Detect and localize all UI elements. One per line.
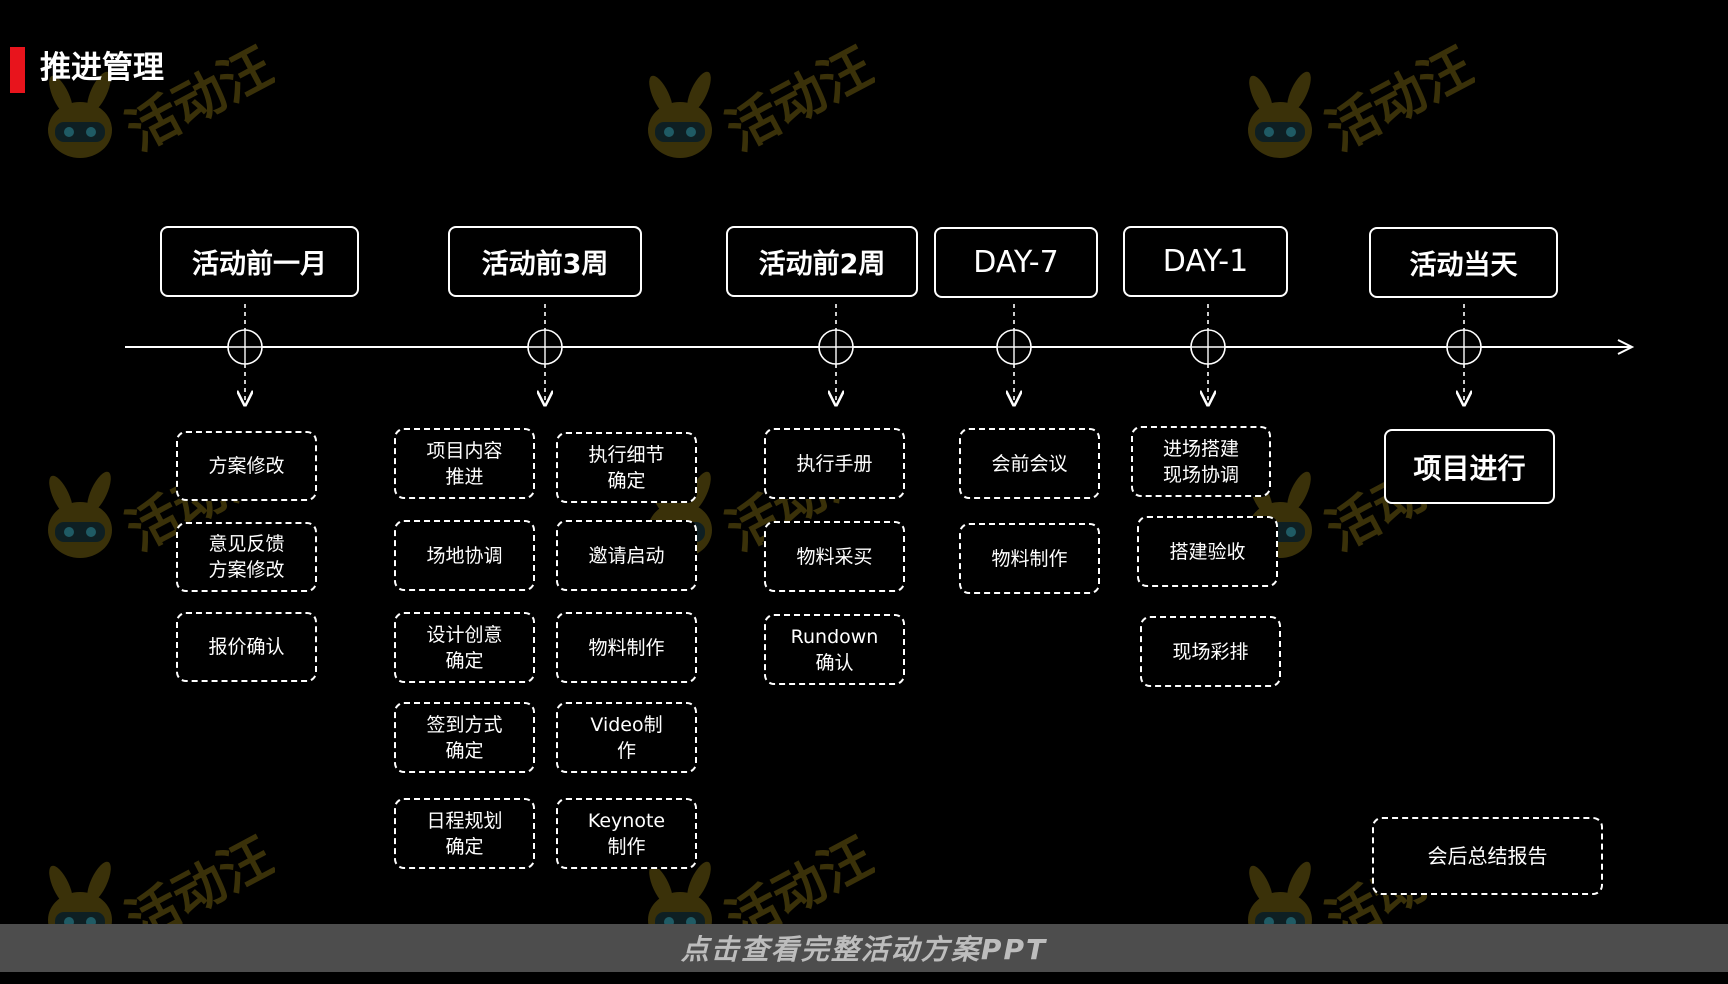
task-checkin-confirm: 签到方式 确定 [394, 702, 535, 773]
task-execution-details: 执行细节 确定 [556, 432, 697, 503]
footer-banner[interactable]: 点击查看完整活动方案PPT [0, 924, 1728, 972]
task-materials-production: 物料制作 [556, 612, 697, 683]
task-post-event-report: 会后总结报告 [1372, 817, 1603, 895]
task-quote-confirm: 报价确认 [176, 612, 317, 682]
task-day7-materials: 物料制作 [959, 523, 1100, 594]
task-materials-purchase: 物料采买 [764, 521, 905, 592]
task-venue-coordination: 场地协调 [394, 520, 535, 591]
title-accent-bar [10, 47, 25, 93]
phase-event-day: 活动当天 [1369, 227, 1558, 298]
task-rundown-confirm: Rundown 确认 [764, 614, 905, 685]
footer-link-text[interactable]: 点击查看完整活动方案PPT [680, 933, 1048, 966]
task-agenda-confirm: 日程规划 确定 [394, 798, 535, 869]
task-design-confirm: 设计创意 确定 [394, 612, 535, 683]
phase-2-weeks-before: 活动前2周 [726, 226, 918, 297]
task-pre-meeting: 会前会议 [959, 428, 1100, 499]
task-plan-revision: 方案修改 [176, 431, 317, 501]
task-keynote-production: Keynote 制作 [556, 798, 697, 869]
phase-3-weeks-before: 活动前3周 [448, 226, 642, 297]
task-onsite-rehearsal: 现场彩排 [1140, 616, 1281, 687]
task-onsite-setup: 进场搭建 现场协调 [1131, 426, 1271, 497]
timeline-arrowhead [1617, 339, 1635, 355]
task-execution-manual: 执行手册 [764, 428, 905, 499]
page-title: 推进管理 [40, 50, 164, 86]
task-project-running: 项目进行 [1384, 429, 1555, 504]
task-project-content: 项目内容 推进 [394, 428, 535, 499]
task-setup-acceptance: 搭建验收 [1137, 516, 1278, 587]
task-feedback-revision: 意见反馈 方案修改 [176, 522, 317, 592]
phase-month-before: 活动前一月 [160, 226, 359, 297]
phase-day-minus-7: DAY-7 [934, 227, 1098, 298]
phase-day-minus-1: DAY-1 [1123, 226, 1288, 297]
task-video-production: Video制 作 [556, 702, 697, 773]
task-invitation-launch: 邀请启动 [556, 520, 697, 591]
